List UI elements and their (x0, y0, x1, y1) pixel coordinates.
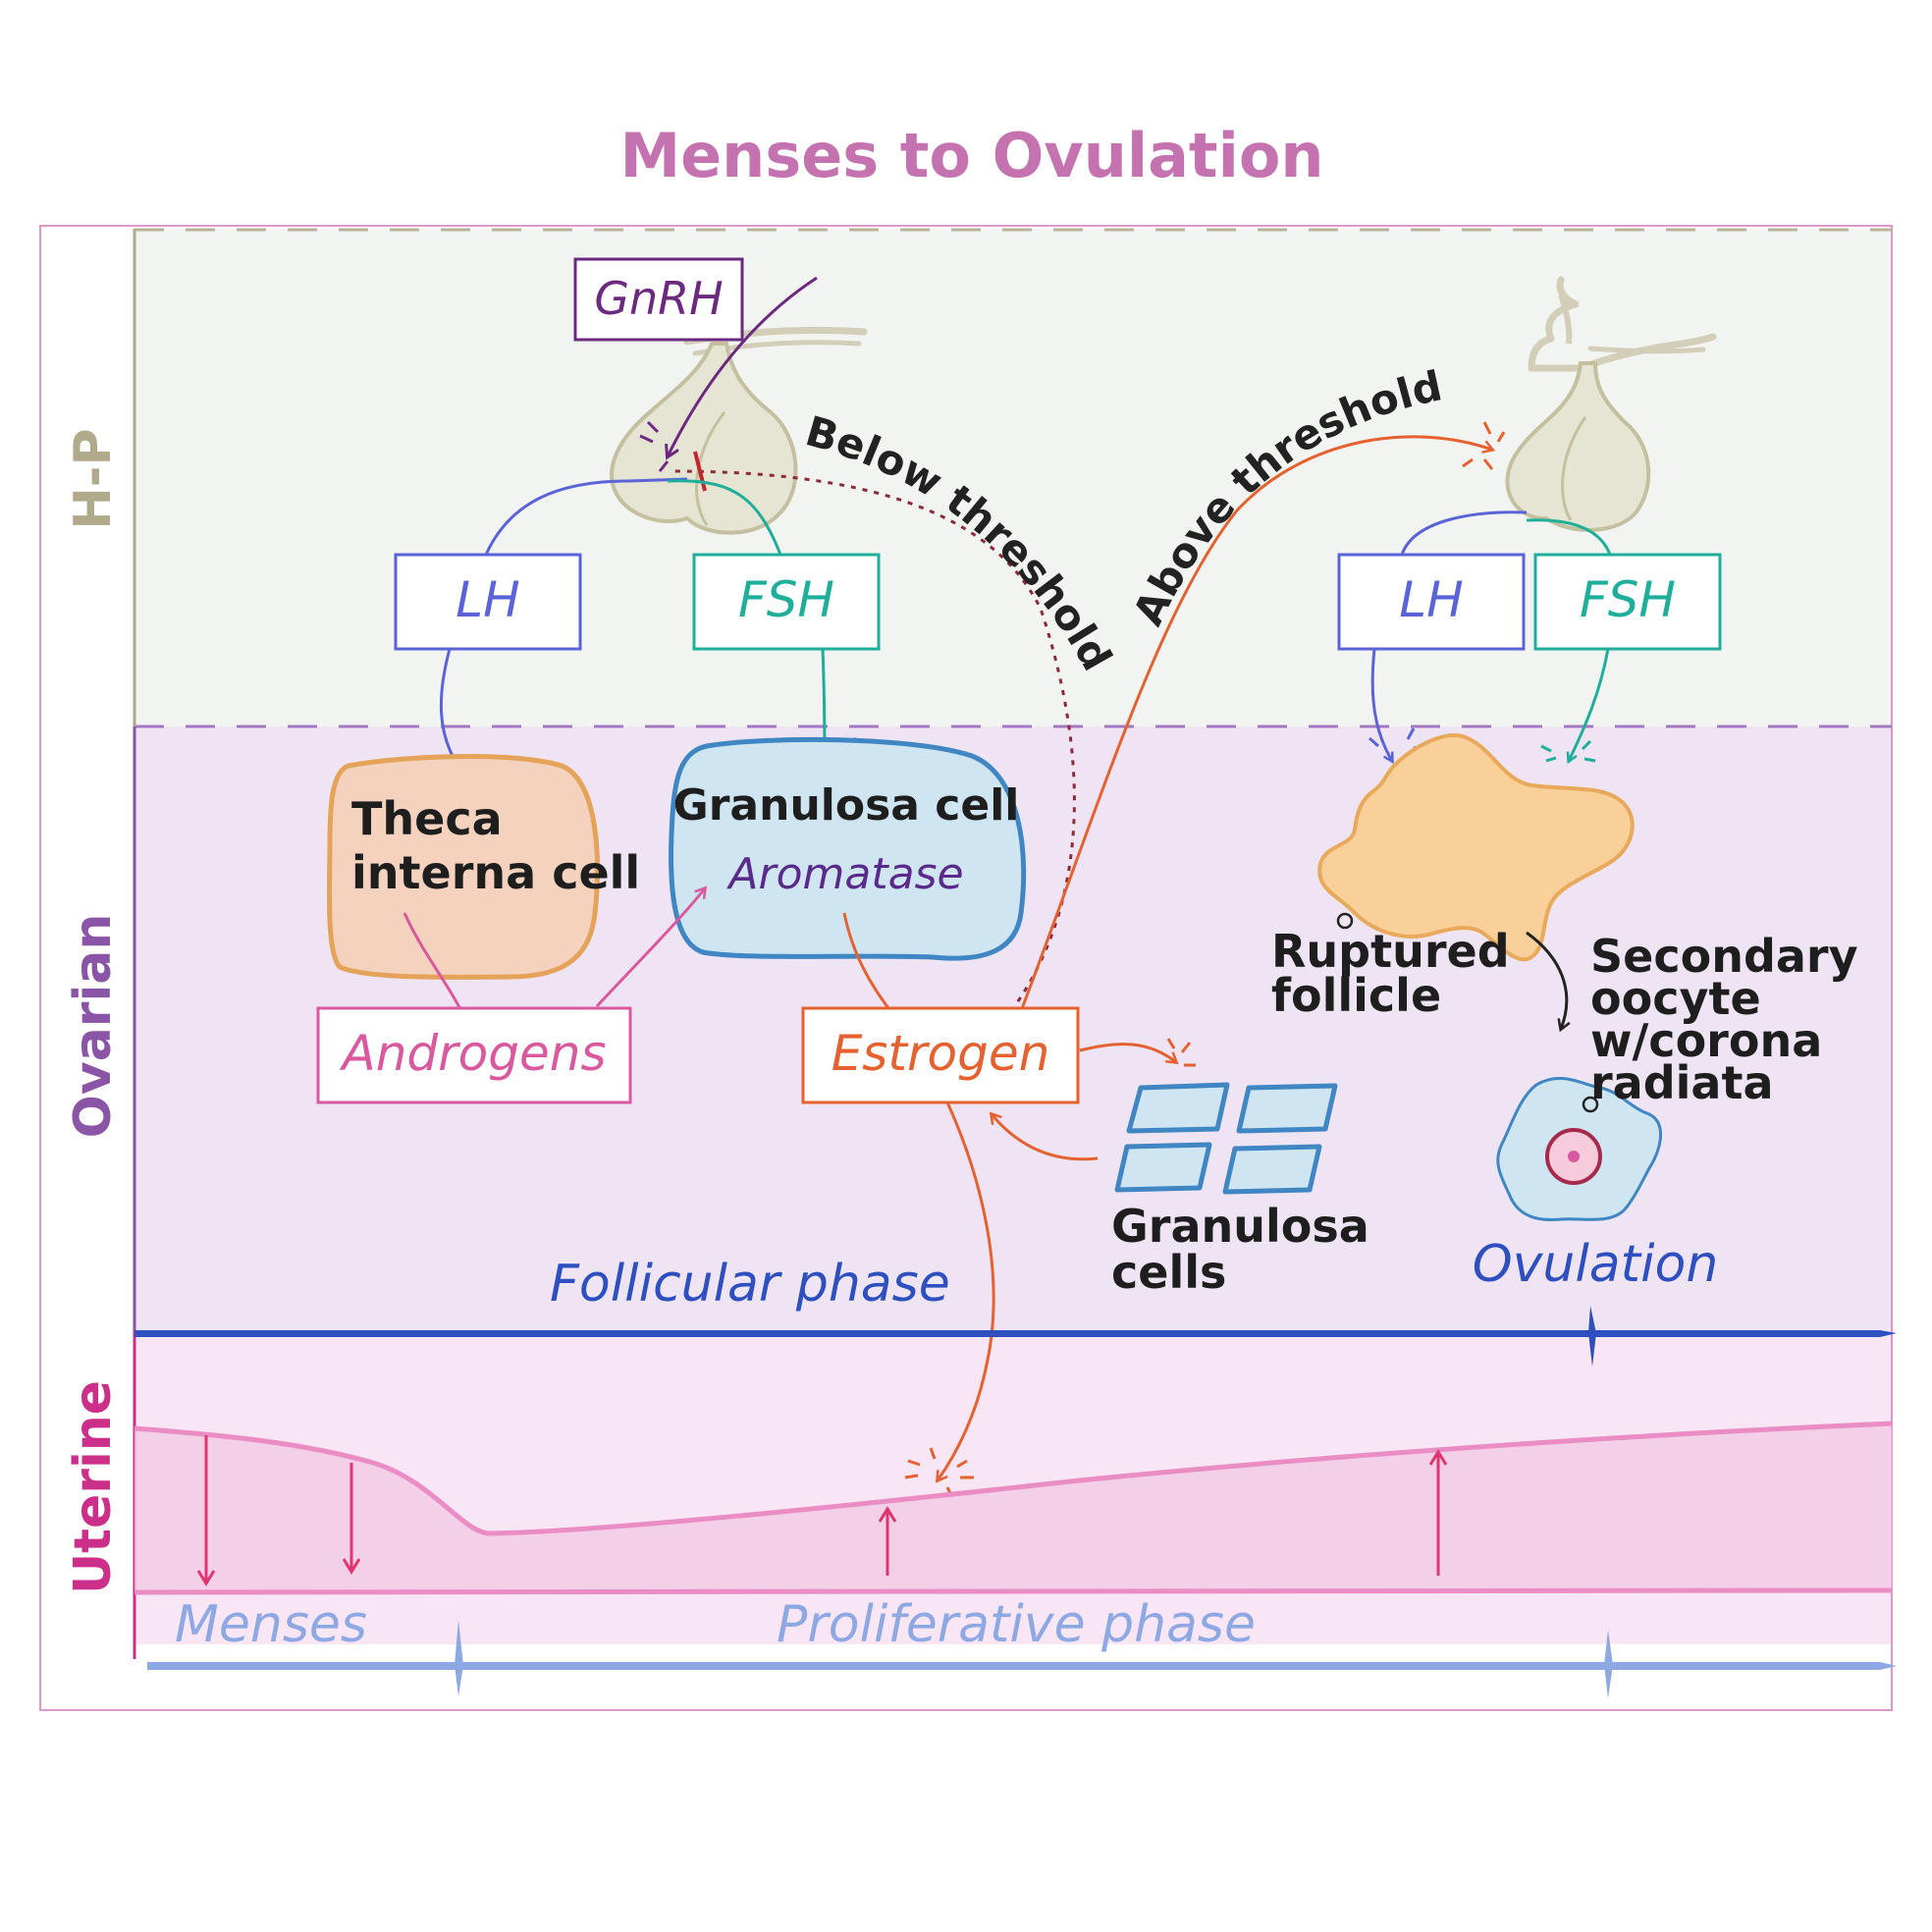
lh-release-curve-left (484, 477, 688, 556)
section-label-hp: H-P (64, 428, 123, 529)
ruptured-follicle (1317, 733, 1635, 962)
menses-end-tick (455, 1620, 463, 1696)
gnrh-box (573, 257, 744, 342)
fsh-release-curve-left (667, 479, 782, 556)
aromatase-to-estrogen-line (842, 912, 890, 1009)
fsh-box-left (692, 553, 881, 651)
oocyte-label-line3: w/corona (1590, 1014, 1822, 1067)
granulosa-cells-label-line1: Granulosa (1111, 1200, 1369, 1253)
fsh-follicle-burst (1540, 739, 1596, 763)
gnrh-label: GnRH (594, 272, 723, 325)
oocyte-label-line4: radiata (1590, 1056, 1774, 1109)
gnrh-burst (639, 420, 670, 472)
endometrium-surface (134, 1421, 1893, 1536)
section-label-ovarian: Ovarian (64, 914, 123, 1139)
ruptured-label-line2: follicle (1271, 969, 1441, 1022)
granulosa-cells-cluster (1114, 1082, 1338, 1195)
follicular-phase-bar (134, 1330, 1897, 1337)
section-label-uterine: Uterine (64, 1380, 123, 1594)
endometrium-lining (134, 1423, 1892, 1592)
fsh-box-right (1533, 553, 1722, 651)
proliferative-phase-label: Proliferative phase (777, 1595, 1256, 1654)
oocyte-label-line2: oocyte (1590, 972, 1761, 1025)
fsh-label-right: FSH (1580, 571, 1676, 628)
lh-box-left (394, 553, 582, 651)
oocyte-release-arrow (1526, 931, 1567, 1029)
uterine-phase-bar (147, 1662, 1897, 1670)
ovulation-tick (1588, 1306, 1596, 1367)
gnrh-arrow (668, 276, 818, 456)
endometrium-base (134, 1587, 1893, 1595)
lh-box-right (1337, 553, 1526, 651)
granulosa-cell (669, 736, 1027, 961)
granulosa-cells-to-estrogen-arrow (992, 1114, 1099, 1161)
pituitary-gland-right (1505, 276, 1717, 532)
estrogen-box (801, 1006, 1080, 1104)
theca-label-line2: interna cell (351, 846, 640, 899)
lh-to-follicle-arrow (1370, 648, 1392, 761)
positive-feedback-arrow (1019, 435, 1492, 1012)
theca-label-line1: Theca (351, 792, 503, 845)
menses-label: Menses (175, 1595, 367, 1654)
fsh-release-curve-right (1526, 518, 1612, 556)
positive-feedback-burst (1462, 421, 1506, 470)
androgens-to-aromatase-arrow (595, 888, 705, 1008)
fsh-to-follicle-arrow (1569, 648, 1610, 761)
estrogen-to-uterus-arrow (938, 1101, 995, 1480)
oocyte-label-line1: Secondary (1590, 930, 1858, 983)
fsh-label-left: FSH (738, 571, 834, 628)
ovulation-label: Ovulation (1473, 1235, 1719, 1294)
ruptured-label-line1: Ruptured (1271, 925, 1510, 978)
oocyte-pointer (1582, 1096, 1599, 1113)
pituitary-gland-left (610, 326, 868, 535)
lh-label-left: LH (456, 571, 519, 628)
androgens-label: Androgens (339, 1025, 606, 1082)
oocyte-nucleolus (1568, 1151, 1580, 1162)
androgens-box (316, 1006, 632, 1104)
aromatase-label: Aromatase (725, 849, 963, 899)
diagram-frame (39, 225, 1893, 1711)
theca-interna-cell (326, 754, 601, 980)
theca-to-androgens-line (402, 912, 463, 1012)
follicular-phase-label: Follicular phase (550, 1255, 950, 1314)
estrogen-burst (1166, 1038, 1196, 1067)
granulosa-cells-label-line2: cells (1111, 1246, 1226, 1299)
estrogen-to-granulosa-cells-arrow (1079, 1043, 1176, 1062)
granulosa-cell-label: Granulosa cell (673, 780, 1020, 831)
inhibition-bar (693, 451, 707, 492)
ruptured-follicle-pointer (1336, 912, 1354, 930)
estrogen-label: Estrogen (832, 1025, 1050, 1082)
proliferative-end-tick (1604, 1630, 1613, 1698)
diagram-title: Menses to Ovulation (619, 120, 1323, 191)
lh-release-curve-right (1400, 510, 1528, 556)
lh-label-right: LH (1399, 571, 1463, 628)
